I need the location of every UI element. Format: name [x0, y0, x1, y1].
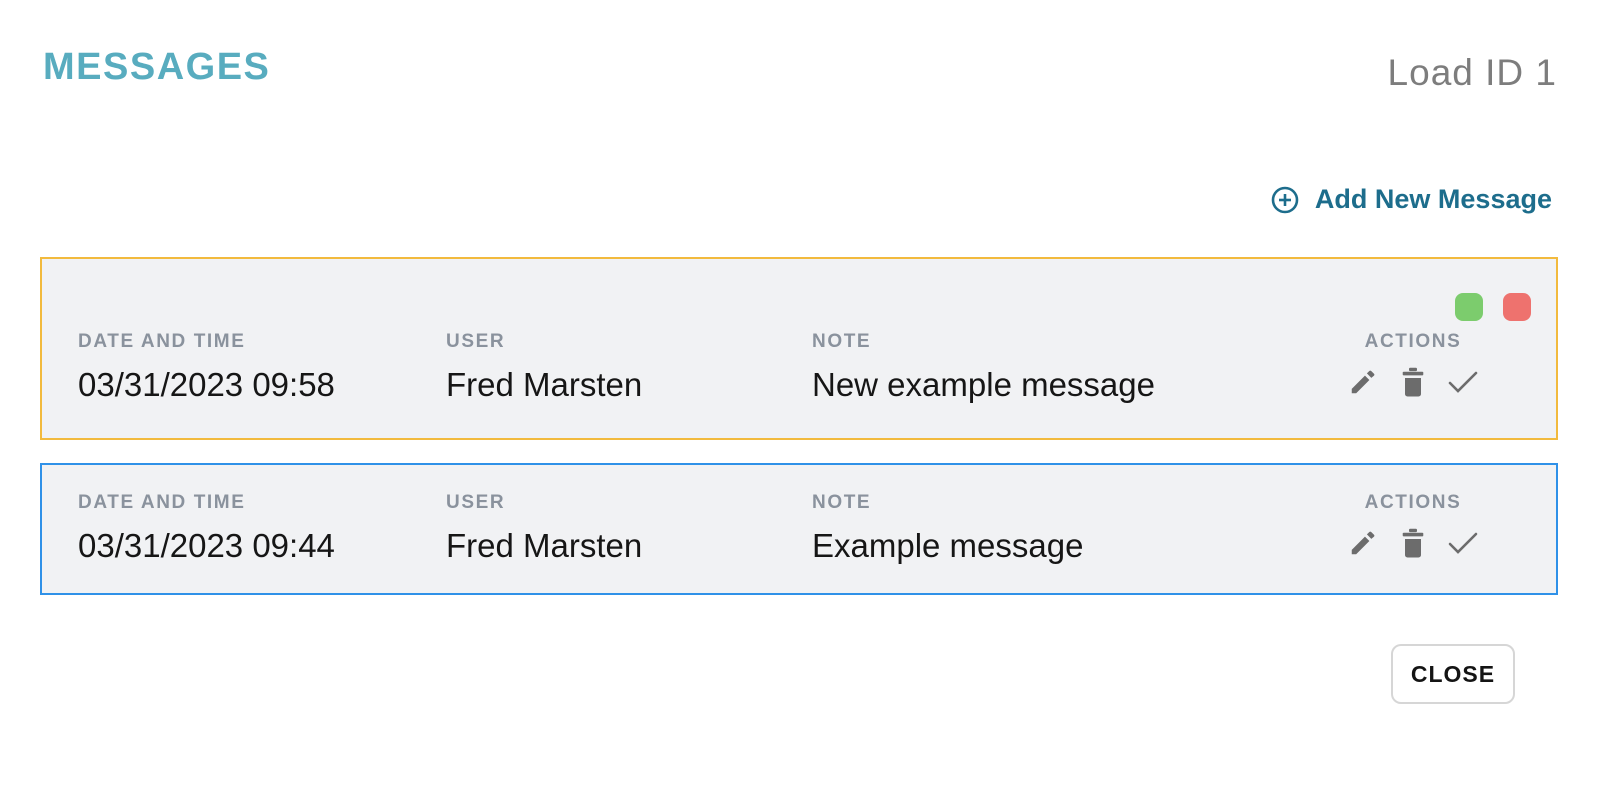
check-icon: [1447, 369, 1479, 395]
datetime-cell: DATE AND TIME 03/31/2023 09:44: [78, 492, 335, 565]
user-cell: USER Fred Marsten: [446, 331, 642, 404]
column-label-actions: ACTIONS: [1364, 492, 1462, 513]
pencil-icon: [1348, 367, 1378, 397]
datetime-cell: DATE AND TIME 03/31/2023 09:58: [78, 331, 335, 404]
column-label-note: NOTE: [812, 331, 872, 352]
confirm-accept-button[interactable]: [1455, 293, 1483, 321]
edit-message-button[interactable]: [1348, 366, 1378, 398]
close-button[interactable]: CLOSE: [1391, 644, 1515, 704]
message-user: Fred Marsten: [446, 527, 643, 564]
message-note: Example message: [812, 527, 1084, 564]
delete-message-button[interactable]: [1398, 527, 1428, 559]
approve-message-button[interactable]: [1448, 527, 1478, 559]
column-label-user: USER: [446, 492, 506, 513]
actions-cell: ACTIONS: [1298, 331, 1528, 401]
user-cell: USER Fred Marsten: [446, 492, 642, 565]
column-label-user: USER: [446, 331, 506, 352]
message-user: Fred Marsten: [446, 366, 643, 403]
check-icon: [1447, 530, 1479, 556]
message-datetime: 03/31/2023 09:58: [78, 366, 335, 403]
actions-cell: ACTIONS: [1298, 492, 1528, 562]
note-cell: NOTE New example message: [812, 331, 1155, 404]
action-icons: [1348, 363, 1478, 401]
action-icons: [1348, 524, 1478, 562]
message-card: DATE AND TIME 03/31/2023 09:44 USER Fred…: [40, 463, 1558, 595]
edit-message-button[interactable]: [1348, 527, 1378, 559]
delete-message-button[interactable]: [1398, 366, 1428, 398]
column-label-datetime: DATE AND TIME: [78, 331, 246, 352]
page-title: MESSAGES: [43, 46, 271, 88]
load-id-label: Load ID 1: [1387, 52, 1557, 93]
column-label-datetime: DATE AND TIME: [78, 492, 246, 513]
add-new-message-label: Add New Message: [1314, 184, 1552, 214]
message-card: DATE AND TIME 03/31/2023 09:58 USER Fred…: [40, 257, 1558, 440]
column-label-note: NOTE: [812, 492, 872, 513]
add-new-message-button[interactable]: Add New Message: [1271, 184, 1552, 215]
trash-icon: [1399, 366, 1427, 398]
plus-circle-icon: [1271, 186, 1299, 214]
approve-message-button[interactable]: [1448, 366, 1478, 398]
confirm-reject-button[interactable]: [1503, 293, 1531, 321]
column-label-actions: ACTIONS: [1364, 331, 1462, 352]
message-datetime: 03/31/2023 09:44: [78, 527, 335, 564]
trash-icon: [1399, 527, 1427, 559]
note-cell: NOTE Example message: [812, 492, 1083, 565]
confirm-buttons: [1455, 293, 1531, 321]
pencil-icon: [1348, 528, 1378, 558]
message-note: New example message: [812, 366, 1155, 403]
